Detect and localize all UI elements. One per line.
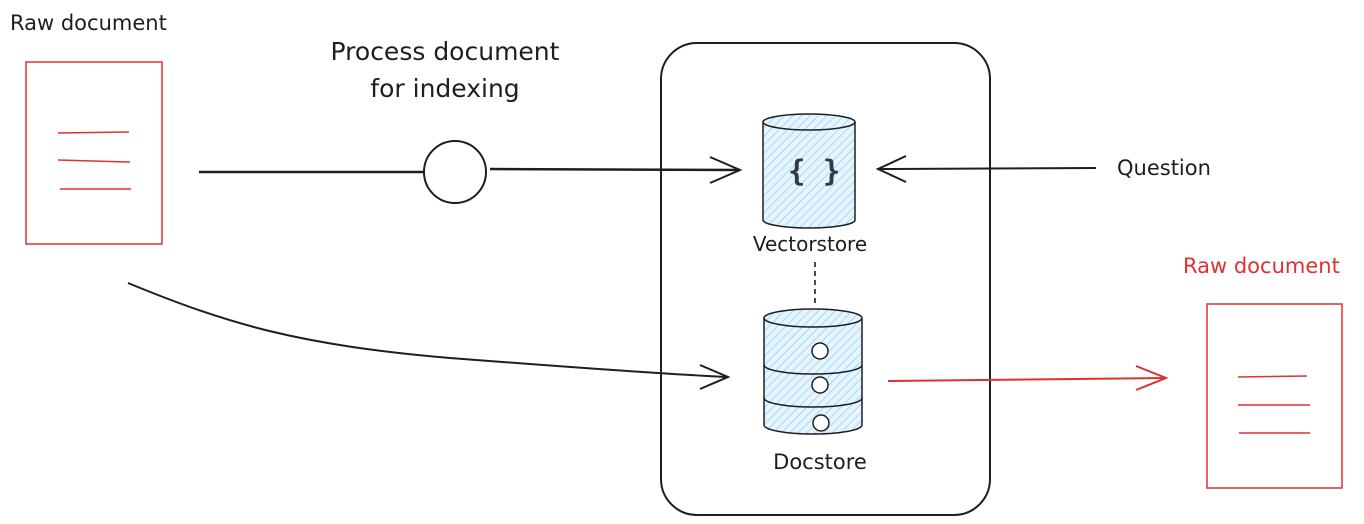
process-label-line1: Process document [330,37,560,66]
vectorstore-label: Vectorstore [752,232,868,256]
raw-document-output-icon [1206,303,1343,489]
process-label-line2: for indexing [370,74,520,103]
arrow-question-to-vectorstore [875,155,1097,183]
question-label: Question [1117,156,1211,180]
process-circle-icon [423,140,487,204]
raw-document-output-label: Raw document [1183,254,1340,278]
arrow-process-to-vectorstore [489,156,743,184]
database-icon [763,308,863,435]
vectorstore-cylinder-icon [762,113,856,229]
raw-document-input-icon [25,61,163,245]
storage-container [660,42,991,516]
docstore-label: Docstore [773,450,867,474]
raw-document-input-label: Raw document [10,11,167,35]
arrow-doc-to-docstore [127,282,731,390]
arrow-docstore-to-output [887,365,1169,391]
vectorstore-glyph: { } [788,154,841,188]
